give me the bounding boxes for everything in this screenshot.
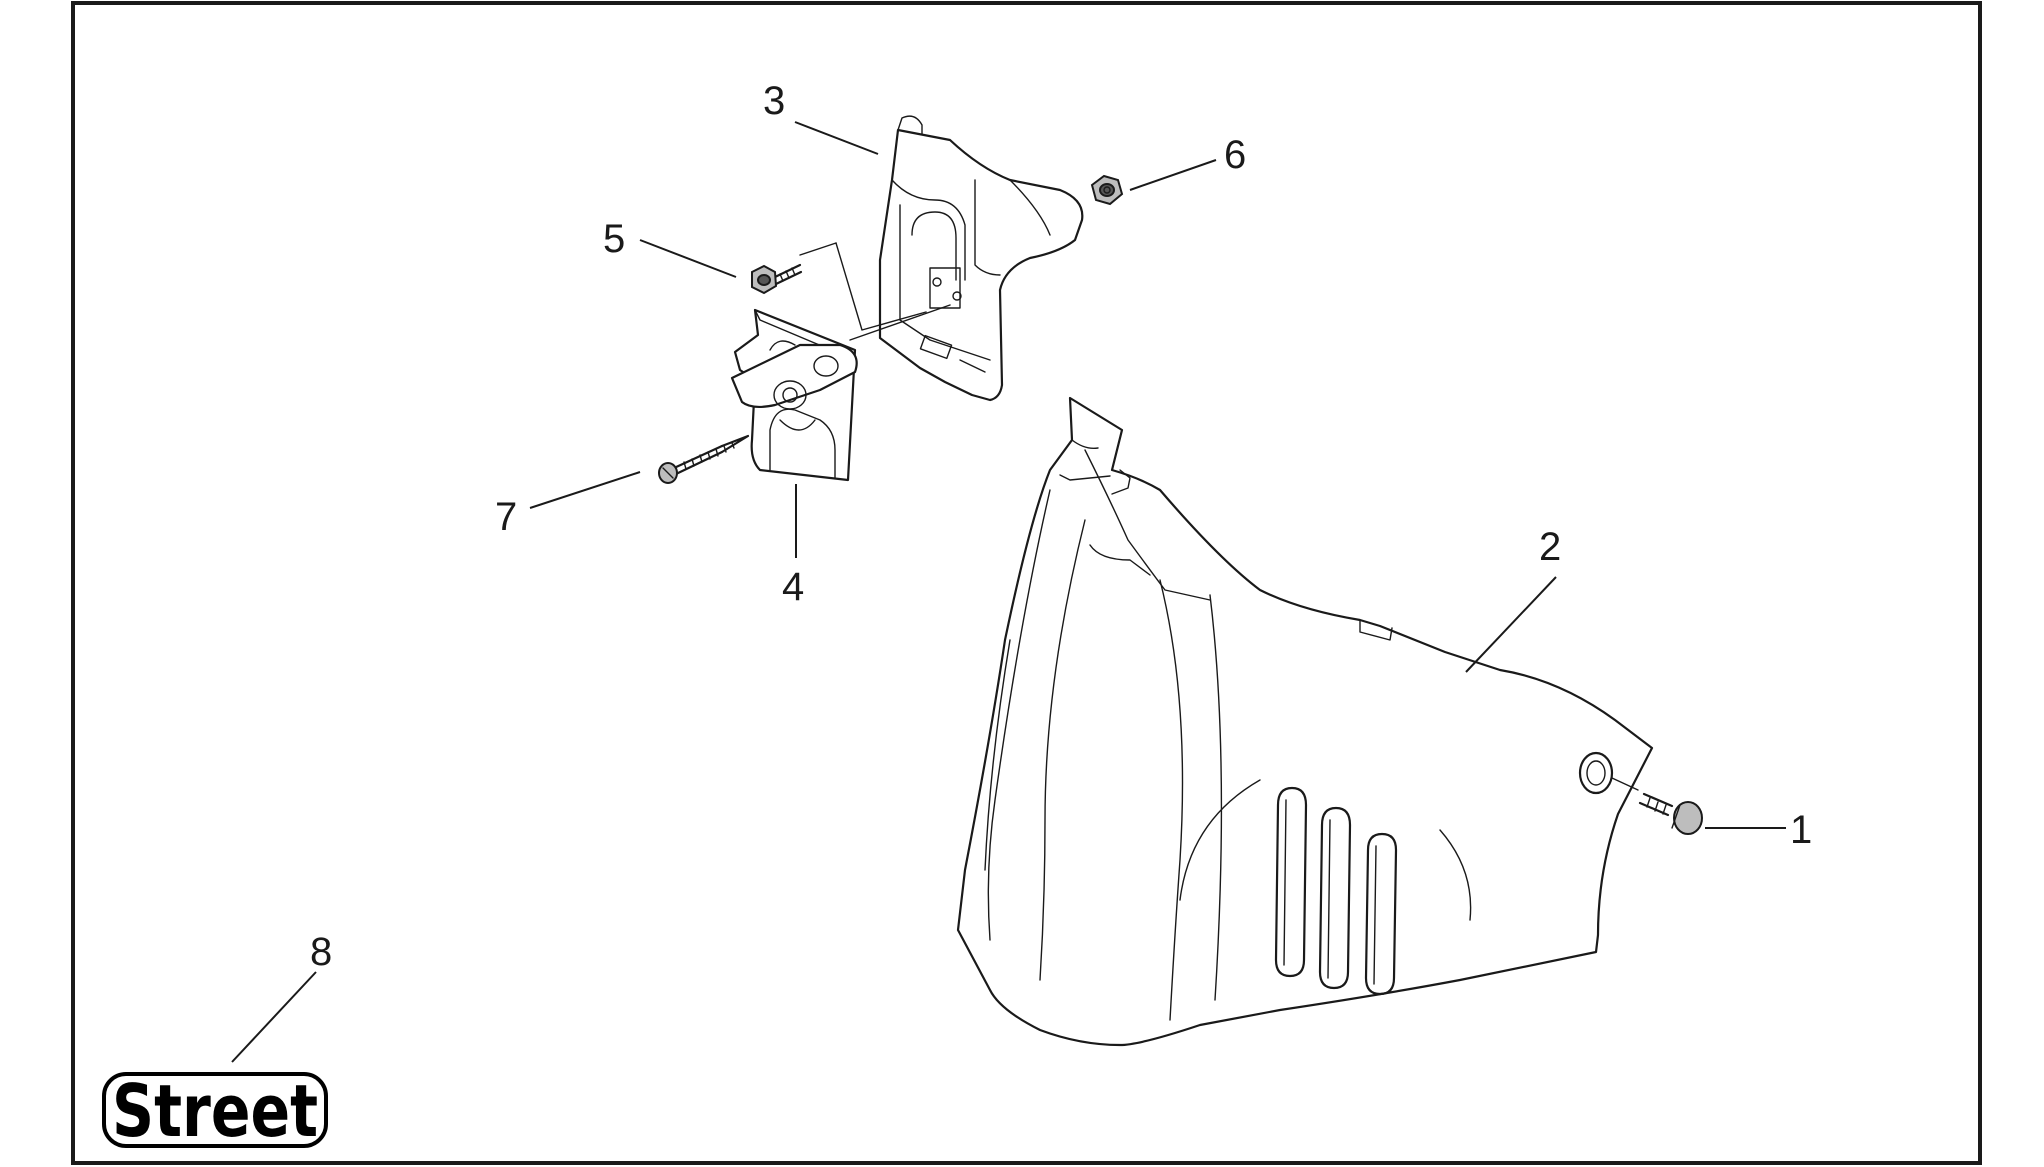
part-2-cover [956,396,1654,1047]
part-5-bolt [751,263,803,295]
leader-7 [529,471,641,509]
callout-5: 5 [603,217,625,261]
leader-3 [794,121,879,155]
callout-2: 2 [1539,525,1561,569]
callout-labels: 1 2 3 4 5 6 7 8 [310,79,1812,974]
callout-8: 8 [310,930,332,974]
leader-5 [639,239,737,278]
callout-7: 7 [495,495,517,539]
leader-8 [231,971,317,1063]
part-1-bolt [1611,777,1703,835]
callout-1: 1 [1790,808,1812,852]
leader-2 [1465,576,1557,673]
part-6-nut [1090,174,1124,206]
diagram-frame [71,1,1982,1165]
part-4-clip-bracket [730,308,858,482]
street-badge-text: Street [112,1069,318,1153]
leader-6 [1129,159,1217,191]
part-7-screw [658,434,750,484]
callout-4: 4 [782,565,804,609]
callout-3: 3 [763,79,785,123]
leader-lines [231,121,1786,1063]
callout-6: 6 [1224,133,1246,177]
street-badge: Street [102,1069,328,1153]
part-3-upper-bracket [878,115,1084,402]
